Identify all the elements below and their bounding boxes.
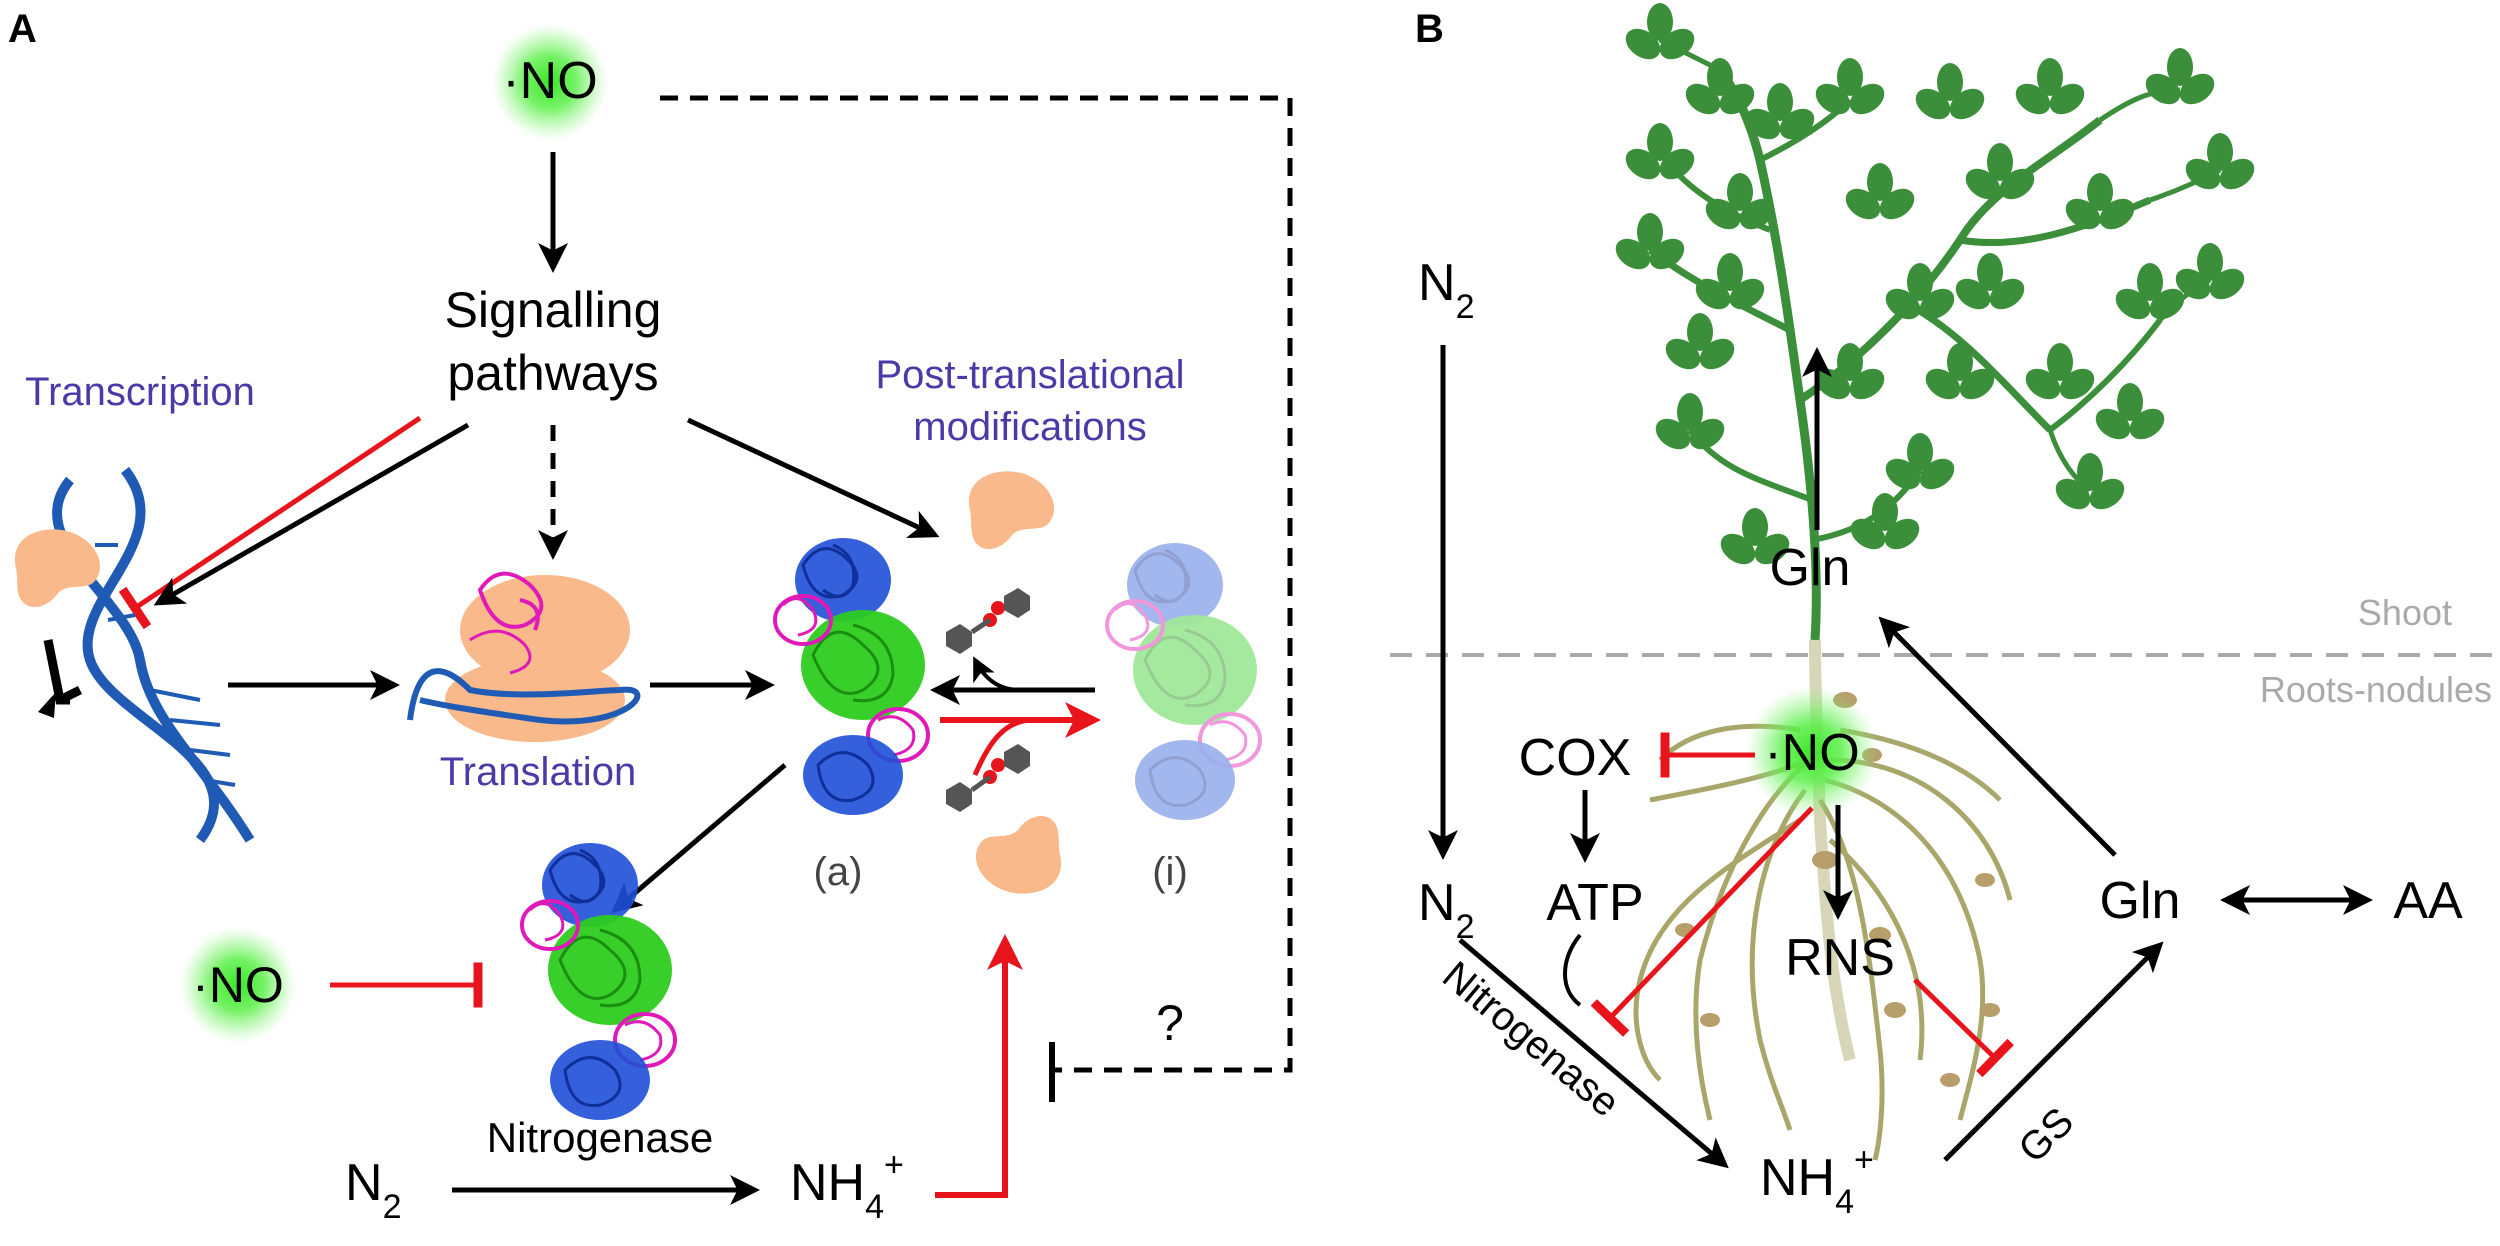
shoot-label: Shoot (2358, 592, 2452, 633)
arrow-add-modifier (972, 717, 1031, 776)
arrow-release-modifier (973, 656, 1021, 692)
modifier-group-bottom-icon (946, 744, 1030, 812)
inhibit-transcription-line (118, 415, 422, 630)
rns-label: RNS (1785, 929, 1895, 987)
atp-to-nitrogenase-curve (1563, 933, 1582, 1007)
transcription-label: Transcription (25, 370, 255, 414)
nh4-label-a: NH4+ (790, 1146, 904, 1226)
gs-label: GS (2010, 1099, 2082, 1171)
atp-label: ATP (1546, 874, 1643, 932)
ribosome-icon (407, 571, 641, 742)
inactive-state-label: (i) (1152, 850, 1188, 894)
nitrogenase-b-label: Nitrogenase (1434, 953, 1628, 1125)
arrow-nh4-to-inactivation (935, 934, 1023, 1198)
panel-a: A ·NO ? Signalling pathways Transcriptio… (8, 7, 1293, 1226)
arrow-active-to-nitrogenase (611, 763, 787, 914)
no-glow-left (180, 927, 296, 1043)
n2-top-label: N2 (1418, 254, 1474, 326)
transcription-factor-icon (14, 529, 101, 608)
signalling-label-line1: Signalling (445, 282, 662, 338)
no-left-label: ·NO (192, 957, 284, 1013)
inhibit-gs-line (1913, 978, 2014, 1078)
aa-label: AA (2393, 872, 2463, 930)
n2-bottom-label: N2 (1418, 874, 1474, 946)
panel-b: B (1390, 3, 2500, 1221)
nitrogenase-complex-icon (520, 841, 677, 1122)
no-glow-center (1746, 686, 1878, 818)
dashed-feedback-line (660, 95, 1293, 1073)
no-center-label: ·NO (1764, 724, 1859, 782)
no-glow-top (492, 24, 608, 140)
ptm-enzyme-top-icon (968, 471, 1055, 550)
nitrogenase-active-icon (773, 536, 930, 817)
nh4-label-b: NH4+ (1760, 1141, 1874, 1221)
nitrogenase-label: Nitrogenase (487, 1114, 713, 1161)
arrow-nh4-to-gln (1943, 941, 2164, 1162)
arrow-signalling-to-transcription (153, 422, 470, 606)
roots-nodules-label: Roots-nodules (2260, 669, 2492, 710)
arrow-n2-to-nh4-b (1458, 938, 1729, 1169)
gln-root-label: Gln (2100, 872, 2181, 930)
n2-label-a: N2 (345, 1154, 401, 1226)
gln-shoot-label: Gln (1770, 539, 1851, 597)
active-state-label: (a) (814, 850, 863, 894)
panel-b-letter: B (1415, 7, 1444, 51)
modifier-group-top-icon (946, 588, 1030, 654)
panel-a-letter: A (8, 7, 37, 51)
dna-helix-icon (52, 466, 255, 843)
inhibit-nitrogenase-b-line (1590, 806, 1814, 1037)
ptm-enzyme-bottom-icon (975, 815, 1062, 894)
cox-label: COX (1519, 729, 1632, 787)
arrow-gln-root-to-shoot (1878, 616, 2117, 857)
signalling-label-line2: pathways (447, 345, 658, 401)
question-mark: ? (1156, 995, 1184, 1051)
nitrogenase-inactive-icon (1105, 541, 1262, 822)
ptm-label-line1: Post-translational (875, 353, 1184, 397)
transcription-arrowhead-icon (38, 692, 56, 718)
no-top-label: ·NO (502, 52, 597, 110)
translation-label: Translation (440, 750, 636, 794)
transcription-start-arrow-icon (43, 639, 83, 705)
arrow-signalling-to-ptm (686, 417, 940, 539)
ptm-label-line2: modifications (913, 405, 1146, 449)
plant-shoot-icon (1609, 3, 2261, 641)
